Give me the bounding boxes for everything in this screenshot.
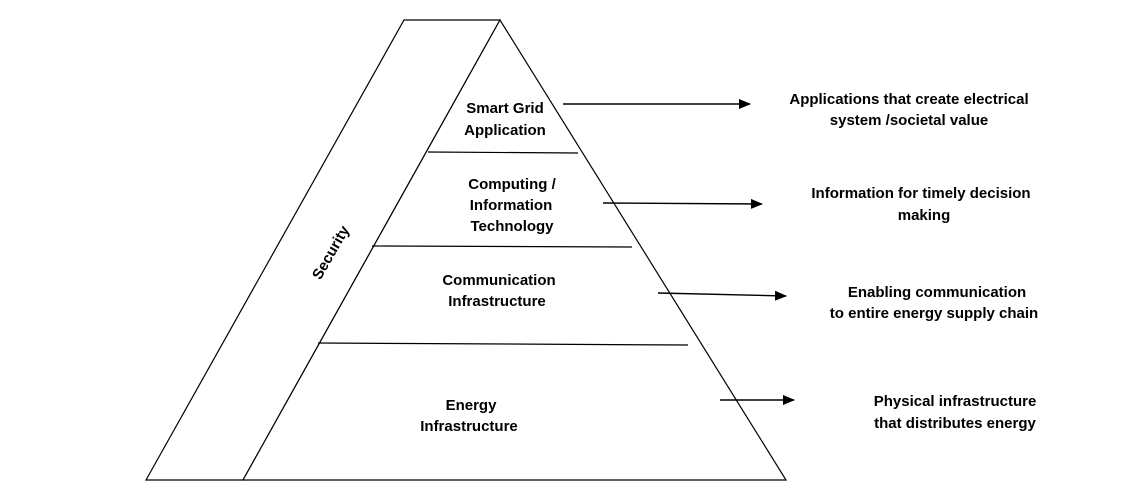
layer-label-line: Smart Grid [466,100,544,117]
layer-label-line: Infrastructure [448,293,546,310]
layer-divider [427,151,579,154]
layer-label-line: Computing / [468,176,556,193]
pyramid-outline [241,18,788,481]
arrow-communication-infrastructure [657,290,787,301]
description-line: to entire energy supply chain [830,305,1038,322]
description-communication-infrastructure: Enabling communication to entire energy … [830,284,1038,322]
description-smart-grid-application: Applications that create electrical syst… [789,91,1028,129]
layer-divider [317,342,689,346]
description-line: Applications that create electrical [789,91,1028,108]
layer-label-line: Communication [442,272,555,289]
layer-divider [371,245,633,248]
description-line: Physical infrastructure [874,393,1037,410]
layer-label-smart-grid-application: Smart Grid Application [464,100,546,139]
layer-label-communication-infrastructure: Communication Infrastructure [442,272,555,310]
description-computing-it: Information for timely decision making [811,185,1030,224]
layer-label-line: Application [464,122,546,139]
description-line: that distributes energy [874,415,1036,432]
layer-label-line: Infrastructure [420,418,518,435]
layer-label-energy-infrastructure: Energy Infrastructure [420,397,518,435]
layer-label-line: Technology [470,218,554,235]
description-line: system /societal value [830,112,988,129]
description-line: Information for timely decision [811,185,1030,202]
description-line: making [898,207,951,224]
layer-label-computing-it: Computing / Information Technology [468,176,556,235]
layer-label-line: Information [470,197,553,214]
description-line: Enabling communication [848,284,1026,301]
layer-label-line: Energy [446,397,498,414]
description-energy-infrastructure: Physical infrastructure that distributes… [874,393,1037,432]
arrow-computing-it [602,198,763,209]
